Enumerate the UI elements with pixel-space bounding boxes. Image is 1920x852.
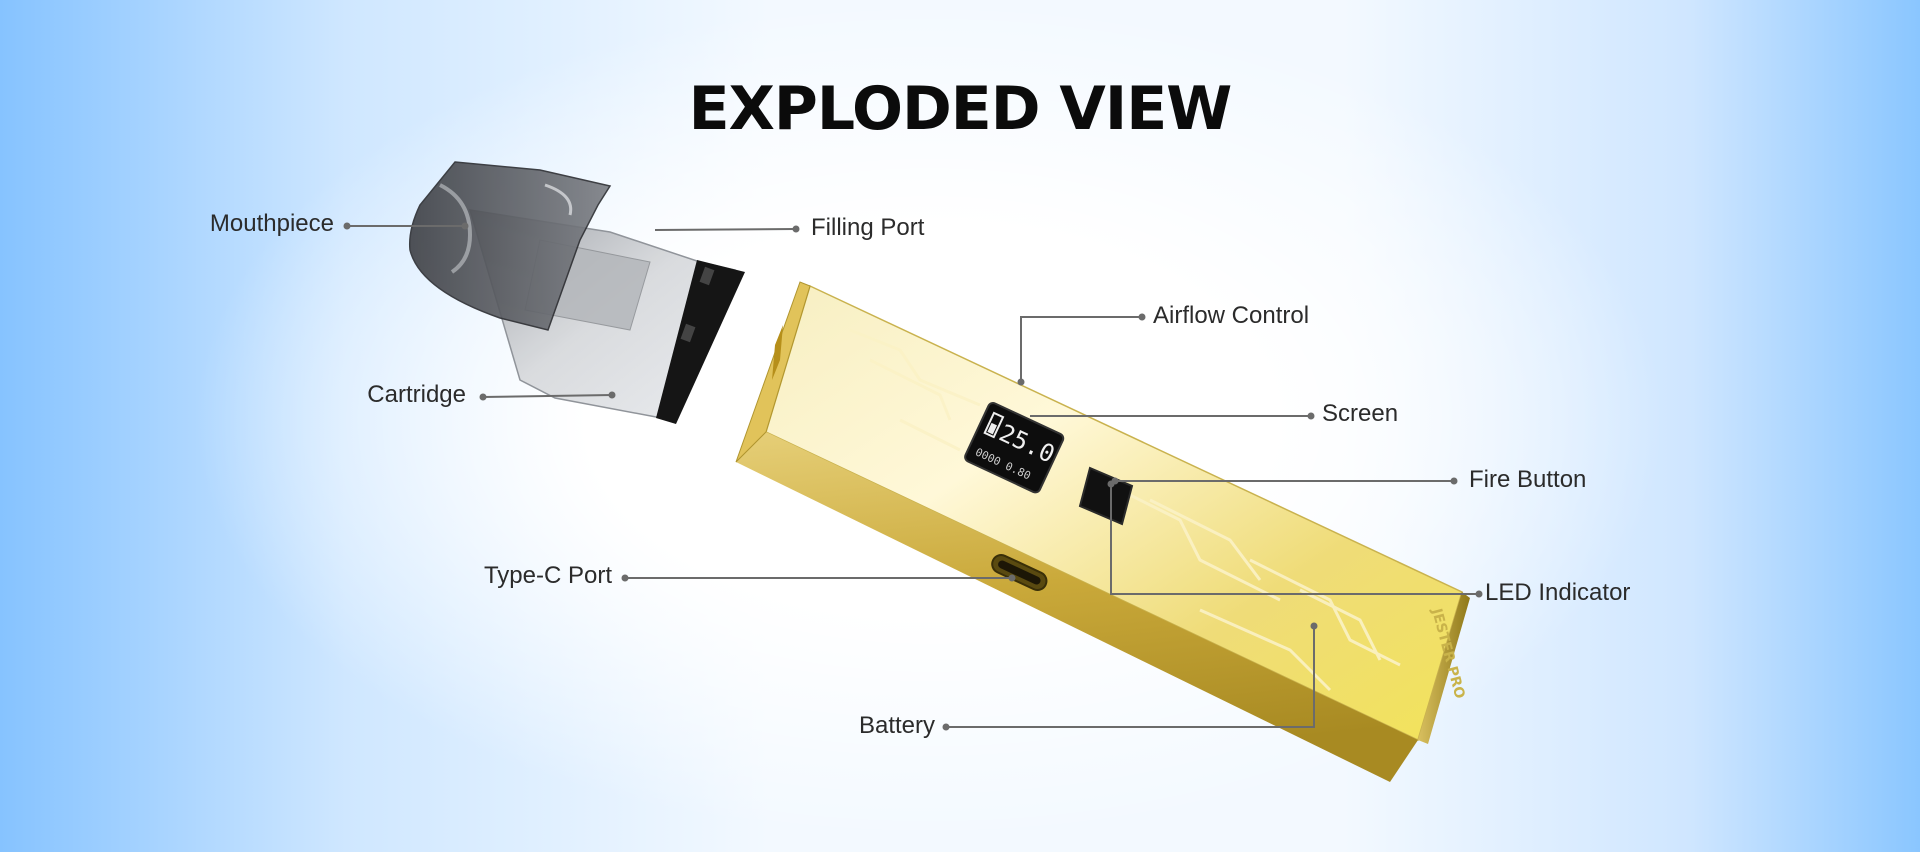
label-filling-port: Filling Port xyxy=(811,214,925,241)
label-type-c-port: Type-C Port xyxy=(483,562,612,589)
device-slot xyxy=(772,325,783,380)
circuit-pattern xyxy=(849,328,1401,692)
screen-display: 25.0 0000 0.80 xyxy=(964,402,1065,494)
label-airflow-control: Airflow Control xyxy=(1153,302,1310,329)
leader-line-led xyxy=(1110,484,1479,595)
label-mouthpiece: Mouthpiece xyxy=(209,210,334,237)
label-fire-button: Fire Button xyxy=(1469,466,1587,493)
device-end-cap xyxy=(1418,592,1470,744)
cartridge-contact xyxy=(699,266,715,286)
page-title: EXPLODED VIEW xyxy=(688,74,1233,144)
mouthpiece-highlight xyxy=(439,183,473,274)
device-body: 25.0 0000 0.80 JESTER PRO xyxy=(735,281,1470,782)
leader-line-battery xyxy=(946,626,1315,728)
leader-line-cartridge xyxy=(482,394,613,398)
leader-dots xyxy=(343,222,1483,731)
leader-line-airflow xyxy=(1020,316,1142,382)
label-screen: Screen xyxy=(1322,400,1399,427)
cartridge-pod xyxy=(408,161,745,424)
label-cartridge: Cartridge xyxy=(367,381,466,408)
label-battery: Battery xyxy=(858,712,935,739)
leader-line-filling-port xyxy=(654,228,797,231)
label-led-indicator: LED Indicator xyxy=(1485,579,1631,606)
mouthpiece-highlight xyxy=(544,183,573,216)
cartridge-base xyxy=(656,260,745,424)
leader-lines xyxy=(347,225,1479,728)
type-c-port xyxy=(991,554,1048,591)
device-side-face xyxy=(736,432,1418,782)
cartridge-contact xyxy=(680,323,696,343)
